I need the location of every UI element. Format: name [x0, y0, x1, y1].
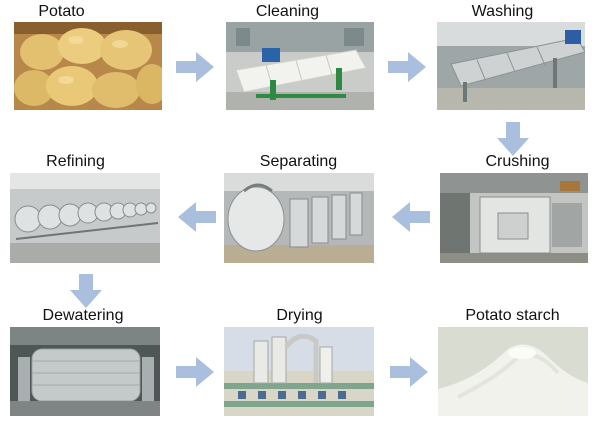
- arrow-right-icon: [388, 52, 426, 82]
- refining-machine-photo: [10, 173, 160, 263]
- arrow-down-icon: [70, 274, 102, 308]
- step-label-crushing: Crushing: [485, 153, 550, 170]
- arrow-right-icon: [176, 357, 214, 387]
- drying-tower-photo: [224, 327, 374, 416]
- step-label-cleaning: Cleaning: [255, 3, 320, 20]
- cleaning-machine-photo: [226, 22, 374, 110]
- arrow-right-icon: [390, 357, 428, 387]
- step-label-dewatering: Dewatering: [42, 307, 124, 324]
- step-label-potato: Potato: [38, 3, 85, 20]
- arrow-right-icon: [176, 52, 214, 82]
- separating-machine-photo: [224, 173, 374, 263]
- potato-starch-photo: [438, 327, 588, 416]
- step-label-separating: Separating: [259, 153, 338, 170]
- arrow-left-icon: [178, 202, 216, 232]
- step-label-washing: Washing: [471, 3, 534, 20]
- dewatering-machine-photo: [10, 327, 160, 416]
- step-label-refining: Refining: [46, 153, 105, 170]
- step-label-potato-starch: Potato starch: [465, 307, 560, 324]
- potato-photo: [14, 22, 162, 110]
- arrow-down-icon: [497, 122, 529, 156]
- crushing-machine-photo: [440, 173, 588, 263]
- arrow-left-icon: [392, 202, 430, 232]
- washing-machine-photo: [437, 22, 585, 110]
- step-label-drying: Drying: [276, 307, 323, 324]
